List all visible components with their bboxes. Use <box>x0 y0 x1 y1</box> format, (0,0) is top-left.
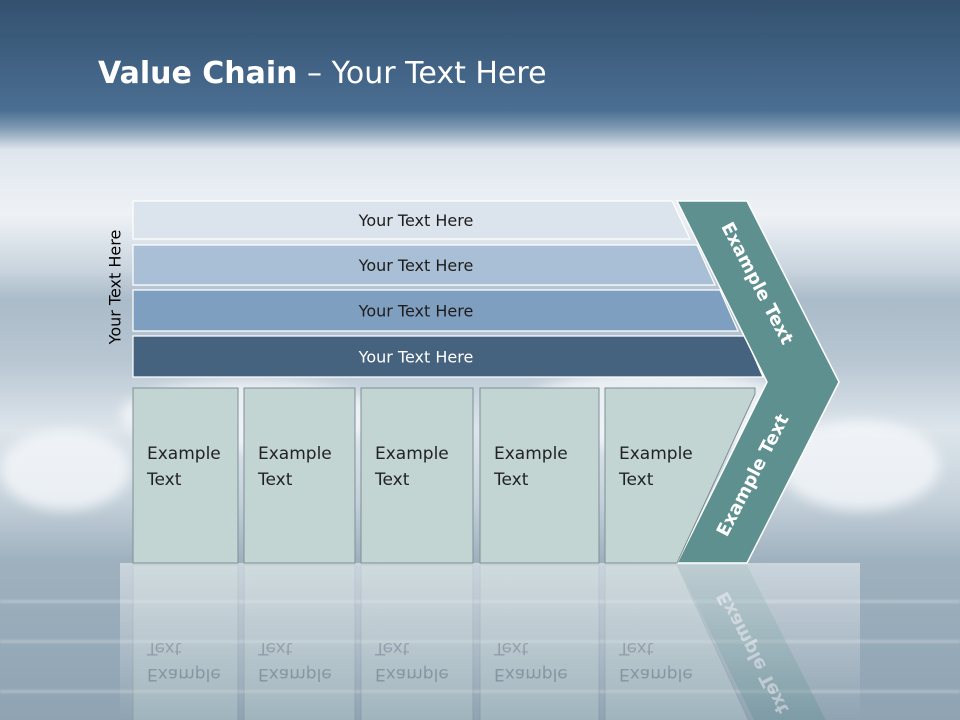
box-2 <box>243 387 356 564</box>
box-4-line1: Example <box>494 444 568 464</box>
box-5-line2: Text <box>618 470 654 490</box>
box-5-line1: Example <box>619 444 693 464</box>
box-5 <box>604 387 756 564</box>
slide-title: Value Chain – Your Text Here <box>98 56 547 91</box>
water-spray <box>0 430 130 510</box>
reflection-fade <box>120 563 860 720</box>
title-bold: Value Chain <box>98 56 298 91</box>
chevron-arrow <box>675 200 840 564</box>
box-4 <box>479 387 600 564</box>
bar-3 <box>132 289 739 332</box>
title-rest: – Your Text Here <box>297 56 547 91</box>
box-1-line1: Example <box>147 444 221 464</box>
bar-4 <box>132 335 764 378</box>
bar-label-3: Your Text Here <box>358 302 474 321</box>
bar-label-4: Your Text Here <box>358 348 474 367</box>
bar-label-2: Your Text Here <box>358 256 474 275</box>
box-3-line1: Example <box>375 444 449 464</box>
bar-1 <box>132 200 691 240</box>
box-3 <box>360 387 474 564</box>
bar-2 <box>132 244 716 286</box>
box-1-line2: Text <box>146 470 182 490</box>
box-3-line2: Text <box>374 470 410 490</box>
box-2-line1: Example <box>258 444 332 464</box>
box-2-line2: Text <box>257 470 293 490</box>
box-4-line2: Text <box>493 470 529 490</box>
bar-label-1: Your Text Here <box>358 211 474 230</box>
box-1 <box>132 387 239 564</box>
